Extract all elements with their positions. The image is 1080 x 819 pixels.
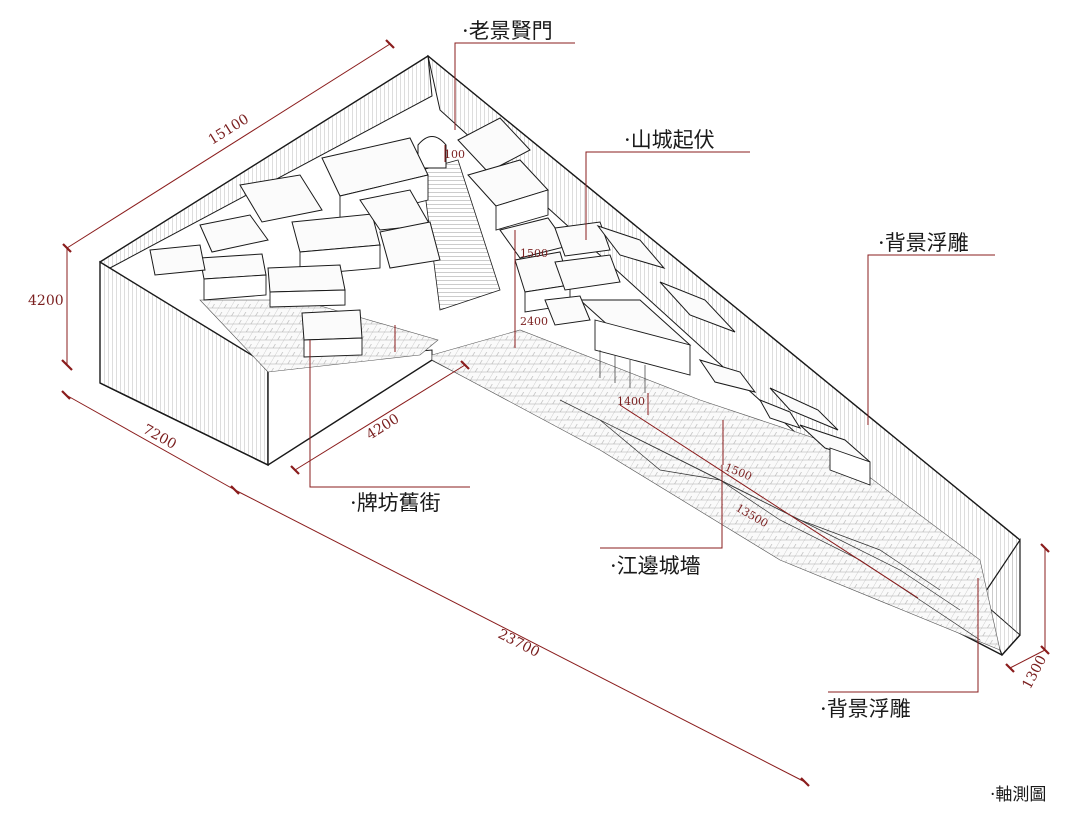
annotation-lines: [61, 39, 1050, 787]
label-old-gate: ·老景賢門: [462, 19, 553, 43]
callout-labels: ·老景賢門 ·山城起伏 ·背景浮雕 ·牌坊舊街 ·江邊城墻 ·背景浮雕 ·軸測圖: [350, 19, 1046, 805]
label-riverside-wall: ·江邊城墻: [610, 554, 701, 578]
riverside-terrain: [431, 329, 1001, 651]
dim-1400: 1400: [617, 395, 645, 408]
dim-2400: 2400: [520, 315, 548, 328]
dim-1500-a: 1500: [520, 247, 548, 260]
building-cluster-right: [659, 281, 871, 486]
arch-gate: [417, 136, 447, 169]
label-bg-relief-top: ·背景浮雕: [878, 231, 969, 255]
building-cluster-left: [149, 137, 441, 358]
dim-4200-left: 4200: [28, 293, 64, 309]
label-bg-relief-bottom: ·背景浮雕: [820, 697, 911, 721]
dim-100: 100: [444, 148, 465, 161]
dim-15100: 15100: [206, 111, 252, 148]
dim-1300: 1300: [1019, 653, 1050, 692]
central-stairway: [417, 136, 501, 311]
dim-23700: 23700: [495, 626, 542, 660]
label-axonometric: ·軸測圖: [990, 785, 1046, 805]
building-cluster-upper: [457, 117, 692, 393]
label-archway-street: ·牌坊舊街: [350, 491, 441, 515]
label-mountain-city: ·山城起伏: [624, 128, 715, 152]
